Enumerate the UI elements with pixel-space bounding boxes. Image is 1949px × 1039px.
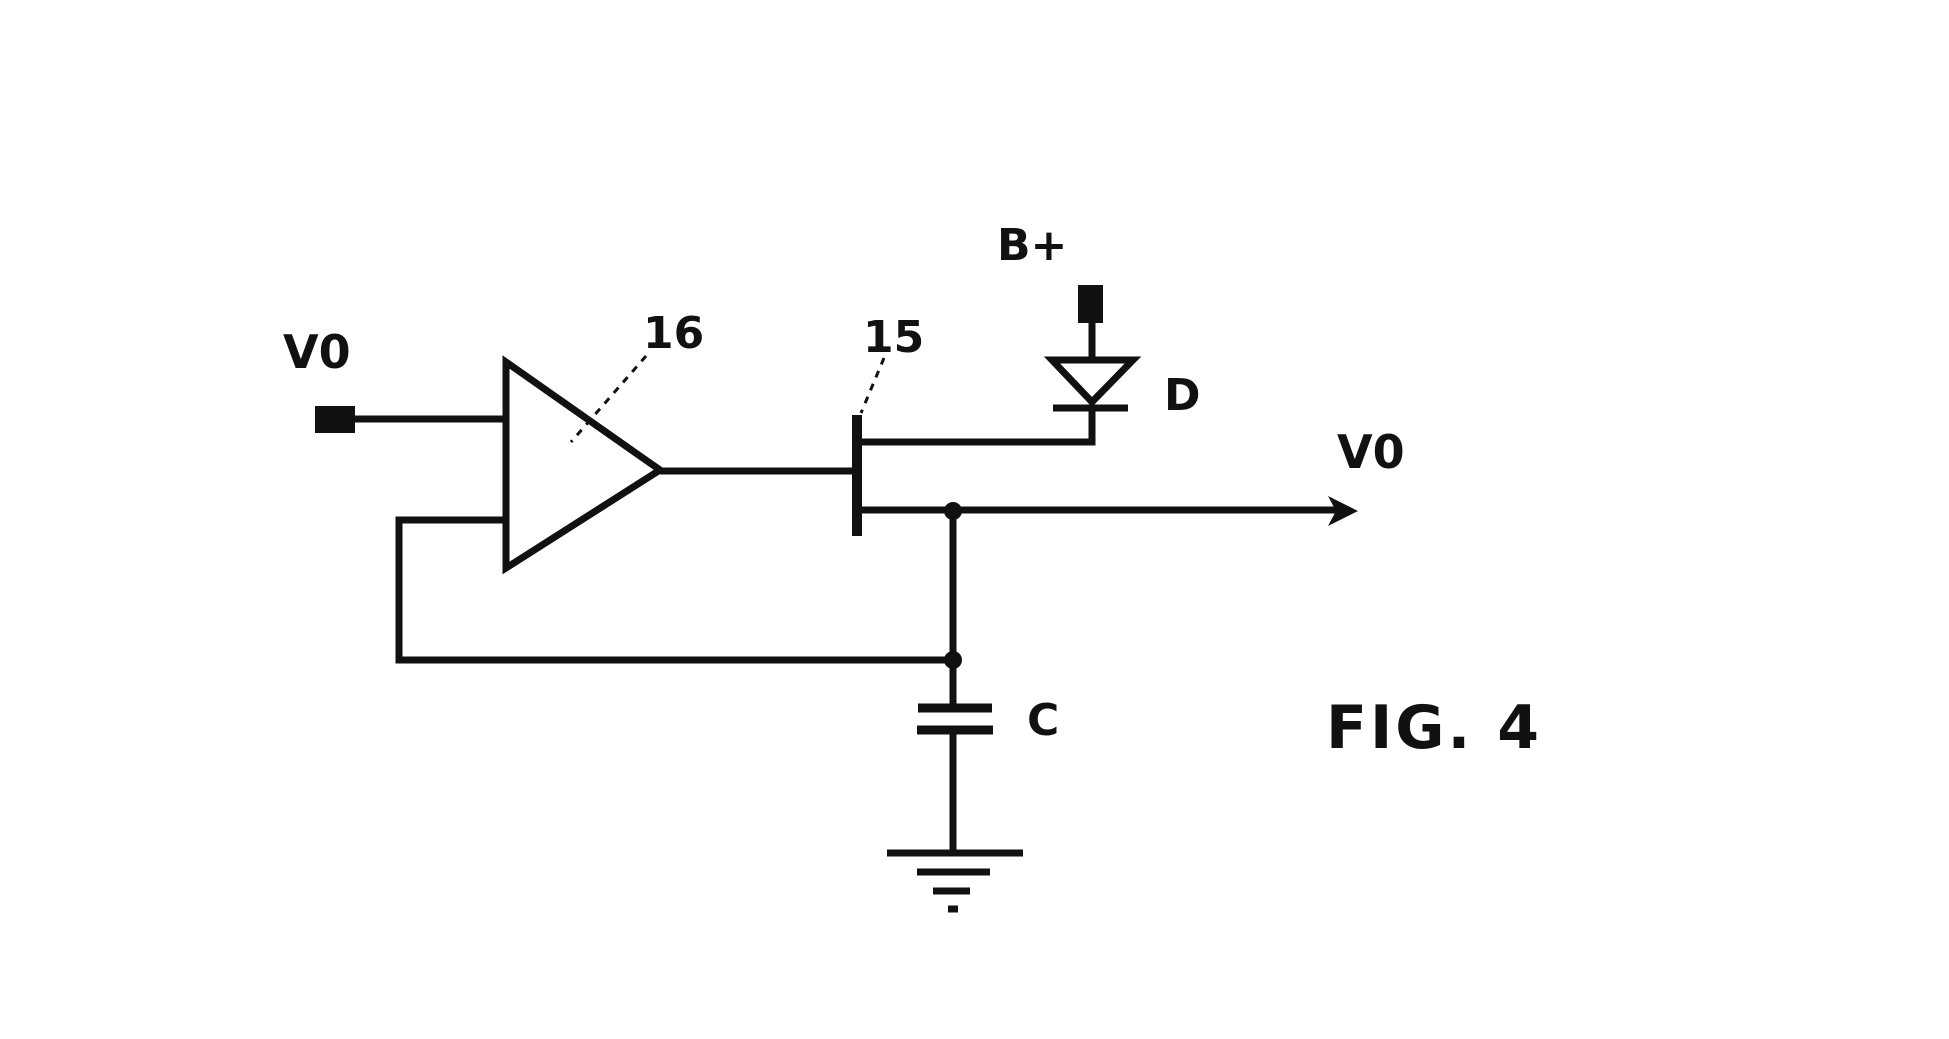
output-arrowhead-icon <box>1328 496 1358 526</box>
input-terminal-icon <box>315 406 355 433</box>
leader-line-16 <box>569 355 648 443</box>
transistor-ref-label: 15 <box>863 312 924 363</box>
diode-triangle-icon <box>1043 356 1142 408</box>
leader-line-15 <box>859 357 886 414</box>
capacitor-label: C <box>1027 695 1059 746</box>
supply-terminal-icon <box>1078 285 1103 323</box>
diode-label: D <box>1164 370 1201 421</box>
supply-label: B+ <box>997 220 1067 271</box>
collector-wire <box>860 410 1096 446</box>
output-voltage-label: V0 <box>1337 425 1405 479</box>
feedback-wire <box>395 516 950 664</box>
junction-dot-feedback <box>944 651 962 669</box>
amplifier-triangle-icon <box>502 355 667 575</box>
junction-dot-output <box>944 502 962 520</box>
input-voltage-label: V0 <box>283 325 351 379</box>
amplifier-ref-label: 16 <box>643 308 704 359</box>
figure-caption: FIG. 4 <box>1326 693 1542 763</box>
